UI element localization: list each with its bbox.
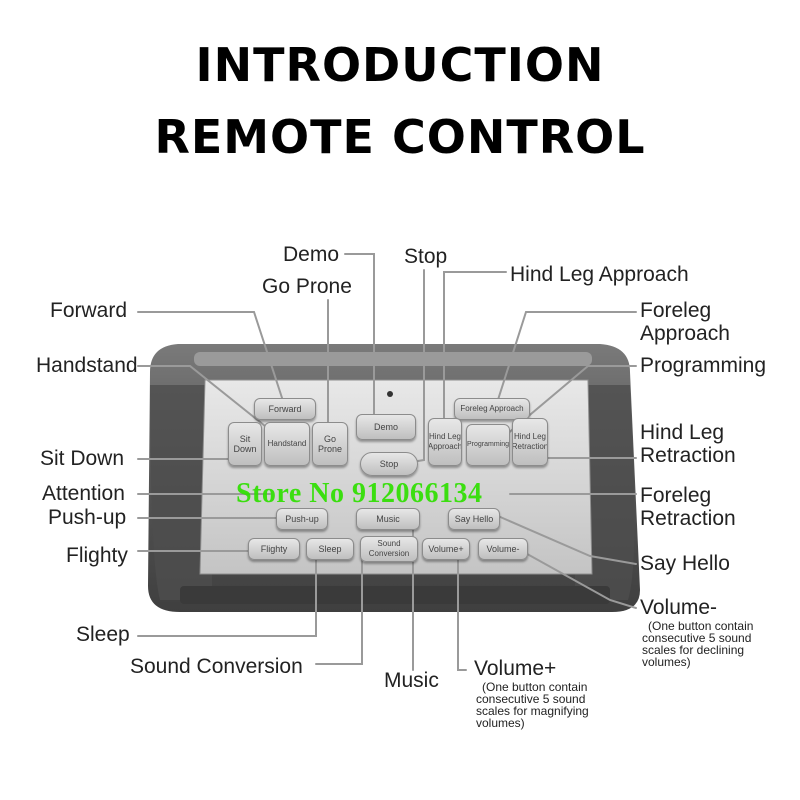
- sit-down-button[interactable]: Sit Down: [228, 422, 262, 466]
- label-foreleg-retraction-2: Retraction: [640, 507, 736, 530]
- foreleg-approach-button[interactable]: Foreleg Approach: [454, 398, 530, 420]
- label-foreleg-approach-2: Approach: [640, 322, 730, 345]
- music-button[interactable]: Music: [356, 508, 420, 530]
- go-prone-button[interactable]: Go Prone: [312, 422, 348, 466]
- note-volume-plus-4: volumes): [476, 716, 525, 730]
- volume-plus-button[interactable]: Volume+: [422, 538, 470, 560]
- label-volume-minus: Volume-: [640, 596, 718, 619]
- hind-leg-retraction-button[interactable]: Hind Leg Retraction: [512, 418, 548, 466]
- indicator-led: [387, 391, 393, 397]
- title-line-1: INTRODUCTION: [195, 38, 605, 92]
- controller-grip-left: [150, 385, 212, 600]
- leader-volume-plus: [457, 551, 467, 671]
- note-volume-plus-2: consecutive 5 sound: [476, 692, 586, 706]
- leader-forward: [137, 311, 285, 405]
- label-flighty: Flighty: [66, 544, 128, 567]
- label-music: Music: [384, 669, 439, 692]
- title-line-2: REMOTE CONTROL: [154, 110, 646, 164]
- sleep-button[interactable]: Sleep: [306, 538, 354, 560]
- controller-top-rim: [194, 352, 592, 366]
- note-volume-minus-2: consecutive 5 sound: [642, 631, 752, 645]
- programming-button[interactable]: Programming: [466, 424, 510, 466]
- leader-say-hello: [497, 515, 637, 565]
- volume-minus-button[interactable]: Volume-: [478, 538, 528, 560]
- note-volume-plus-3: scales for magnifying: [476, 704, 589, 718]
- leader-sound-conversion: [315, 551, 363, 665]
- label-sound-conversion: Sound Conversion: [130, 655, 303, 678]
- label-hind-leg-approach: Hind Leg Approach: [510, 263, 689, 286]
- forward-button[interactable]: Forward: [254, 398, 316, 420]
- leader-demo: [344, 253, 375, 429]
- controller-bottom: [180, 586, 610, 604]
- handstand-button[interactable]: Handstand: [264, 422, 310, 466]
- leader-hind-leg-approach: [443, 271, 507, 431]
- push-up-button[interactable]: Push-up: [276, 508, 328, 530]
- note-volume-minus-1: (One button contain: [648, 619, 754, 633]
- label-programming: Programming: [640, 354, 767, 377]
- label-say-hello: Say Hello: [640, 552, 730, 575]
- hind-leg-approach-button[interactable]: Hind Leg Approach: [428, 418, 462, 466]
- demo-button[interactable]: Demo: [356, 414, 416, 440]
- label-sleep: Sleep: [76, 623, 130, 646]
- flighty-button[interactable]: Flighty: [248, 538, 300, 560]
- label-go-prone: Go Prone: [262, 275, 352, 298]
- note-volume-minus-3: scales for declining: [642, 643, 745, 657]
- label-attention: Attention: [42, 482, 125, 505]
- leader-foreleg-approach: [495, 311, 637, 407]
- note-volume-plus-1: (One button contain: [482, 680, 588, 694]
- store-watermark: Store No 912066134: [236, 478, 483, 509]
- leader-sleep: [137, 551, 317, 637]
- label-hind-leg-retraction-1: Hind Leg: [640, 421, 725, 444]
- label-hind-leg-retraction-2: Retraction: [640, 444, 736, 467]
- say-hello-button[interactable]: Say Hello: [448, 508, 500, 530]
- label-volume-plus: Volume+: [474, 657, 557, 680]
- sound-conversion-button[interactable]: Sound Conversion: [360, 536, 418, 562]
- stop-button[interactable]: Stop: [360, 452, 418, 476]
- label-demo: Demo: [283, 243, 340, 266]
- label-handstand: Handstand: [36, 354, 138, 377]
- leader-volume-minus: [519, 549, 637, 609]
- label-sit-down: Sit Down: [40, 447, 125, 470]
- leader-lines: [137, 253, 637, 671]
- note-volume-minus-4: volumes): [642, 655, 691, 669]
- label-foreleg-approach-1: Foreleg: [640, 299, 712, 322]
- leader-handstand: [137, 365, 281, 439]
- label-foreleg-retraction-1: Foreleg: [640, 484, 712, 507]
- label-forward: Forward: [50, 299, 128, 322]
- label-stop: Stop: [404, 245, 448, 268]
- label-push-up: Push-up: [48, 506, 127, 529]
